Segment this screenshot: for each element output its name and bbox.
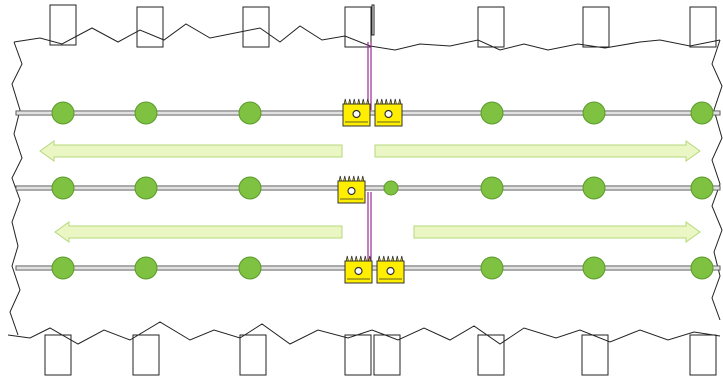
top-post-3 [242,6,270,48]
circle-node-icon [480,176,504,200]
bottom-post-2 [132,334,160,376]
connector-wires [367,42,372,262]
arrow-left-1 [39,140,343,162]
arrow-right-2 [374,140,701,162]
top-posts [49,4,717,48]
bottom-jagged-outline [7,321,721,345]
flow-arrows [39,140,701,243]
top-post-6 [582,6,610,48]
bottom-post-7 [581,334,609,376]
circle-node-icon [582,101,606,125]
clamp-hole [352,109,361,119]
top-post-5 [477,6,505,48]
top-jagged-outline [13,23,721,51]
circle-node-icon [480,256,504,280]
gear-clamp-icon [337,175,366,204]
circle-node-icon [690,101,714,125]
gear-clamp-icon [342,98,371,127]
gear-clamp-icon [344,255,373,284]
top-post-1 [49,4,77,46]
top-post-divider [371,4,375,36]
clamp-hole [354,266,363,276]
arrow-right-4 [413,221,701,243]
circle-node-icon [690,176,714,200]
clamp-teeth [345,255,372,262]
circle-node-icon [51,101,75,125]
gear-clamp-icon [376,255,405,284]
circle-node-icon [51,256,75,280]
top-post-2 [136,6,164,48]
circle-node-icon [690,256,714,280]
clamp-hole [384,109,393,119]
bottom-post-8 [689,334,717,376]
top-post-4 [344,6,372,48]
circle-node-icon [582,256,606,280]
clamp-teeth [375,98,402,105]
bottom-posts [44,334,717,376]
circle-node-icon [480,101,504,125]
right-jagged-outline [711,39,723,321]
bottom-post-5 [373,334,401,376]
bottom-post-6 [477,334,505,376]
gear-clamp-icon [374,98,403,127]
circle-node-icon [134,176,158,200]
top-post-7 [689,6,717,48]
clamp-hole [347,186,356,196]
circle-node-icon [134,256,158,280]
bottom-post-4 [344,334,372,376]
clamps [337,98,405,284]
circle-node-icon [238,101,262,125]
clamp-teeth [377,255,404,262]
circle-node-icon [383,180,399,196]
circle-node-icon [238,176,262,200]
bottom-post-1 [44,334,72,376]
nodes [51,101,714,280]
bottom-post-3 [239,334,267,376]
clamp-hole [386,266,395,276]
clamp-teeth [343,98,370,105]
clamp-teeth [338,175,365,182]
circle-node-icon [51,176,75,200]
circle-node-icon [134,101,158,125]
circle-node-icon [582,176,606,200]
arrow-left-3 [54,221,343,243]
circle-node-icon [238,256,262,280]
